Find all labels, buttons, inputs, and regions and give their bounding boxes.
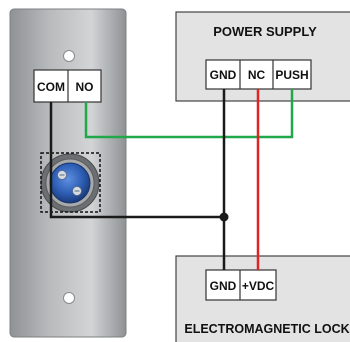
mounting-hole-icon <box>63 292 75 304</box>
lock-vdc-terminal: +VDC <box>242 279 275 293</box>
power-nc-terminal: NC <box>248 68 266 82</box>
power-supply: POWER SUPPLY GND NC PUSH <box>175 11 350 102</box>
lock-title: ELECTROMAGNETIC LOCK <box>184 322 349 336</box>
electromagnetic-lock: GND +VDC ELECTROMAGNETIC LOCK <box>175 255 350 342</box>
ground-junction <box>219 212 229 222</box>
exit-switch-plate: COM NO <box>9 8 127 338</box>
wires <box>49 89 294 270</box>
signal-wire <box>84 89 294 139</box>
lock-terminal-block <box>205 269 277 301</box>
button-outline <box>40 152 101 213</box>
com-terminal: COM <box>37 80 65 94</box>
no-terminal: NO <box>76 80 94 94</box>
mounting-hole-icon <box>63 50 75 62</box>
power-supply-title: POWER SUPPLY <box>213 24 317 39</box>
power-terminal-block <box>205 59 312 90</box>
push-button-icon <box>40 153 100 213</box>
power-push-terminal: PUSH <box>275 68 308 82</box>
power-gnd-terminal: GND <box>210 68 237 82</box>
lock-gnd-terminal: GND <box>210 279 237 293</box>
com-ground-wire <box>49 102 224 219</box>
